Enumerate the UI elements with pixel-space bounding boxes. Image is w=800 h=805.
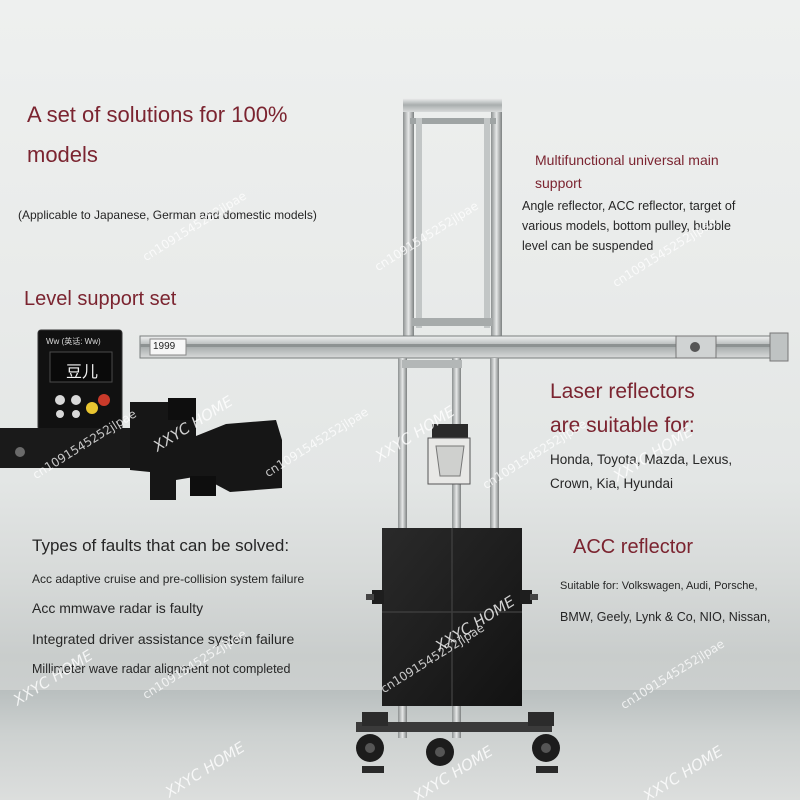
laser-title-line1: Laser reflectors <box>550 380 695 403</box>
level-support-title: Level support set <box>24 288 177 310</box>
laser-reflector-unit <box>427 424 471 485</box>
top-frame <box>403 98 502 345</box>
fault-item-2: Acc mmwave radar is faulty <box>32 600 204 616</box>
acc-title: ACC reflector <box>573 536 694 558</box>
headline-line2: models <box>27 142 98 167</box>
laser-brands-line2: Crown, Kia, Hyundai <box>550 476 674 491</box>
main-support-title-line2: support <box>535 175 582 191</box>
crossbar-number: 1999 <box>153 341 176 352</box>
headline-line1: A set of solutions for 100% <box>27 102 288 127</box>
faults-title: Types of faults that can be solved: <box>32 536 290 555</box>
main-support-desc-line3: level can be suspended <box>522 239 654 253</box>
crossbar <box>139 332 789 362</box>
level-display-header: Ww (英话: Ww) <box>46 337 101 346</box>
main-support-desc-line2: various models, bottom pulley, bubble <box>522 219 731 233</box>
main-support-desc-line1: Angle reflector, ACC reflector, target o… <box>522 199 736 213</box>
laser-brands-line1: Honda, Toyota, Mazda, Lexus, <box>550 452 733 467</box>
level-display-value: 豆儿 <box>66 362 99 381</box>
acc-line1: Suitable for: Volkswagen, Audi, Porsche, <box>560 580 758 592</box>
applicable-note: (Applicable to Japanese, German and dome… <box>18 208 317 222</box>
fault-item-4: Millimeter wave radar alignment not comp… <box>32 662 291 676</box>
acc-reflector-panel <box>366 528 538 706</box>
base-with-wheels <box>356 712 560 773</box>
fault-item-3: Integrated driver assistance system fail… <box>32 631 295 647</box>
level-support-device <box>0 329 282 500</box>
main-support-title-line1: Multifunctional universal main <box>535 152 719 168</box>
acc-line2: BMW, Geely, Lynk & Co, NIO, Nissan, <box>560 610 771 624</box>
fault-item-1: Acc adaptive cruise and pre-collision sy… <box>32 572 305 586</box>
laser-title-line2: are suitable for: <box>550 414 695 437</box>
